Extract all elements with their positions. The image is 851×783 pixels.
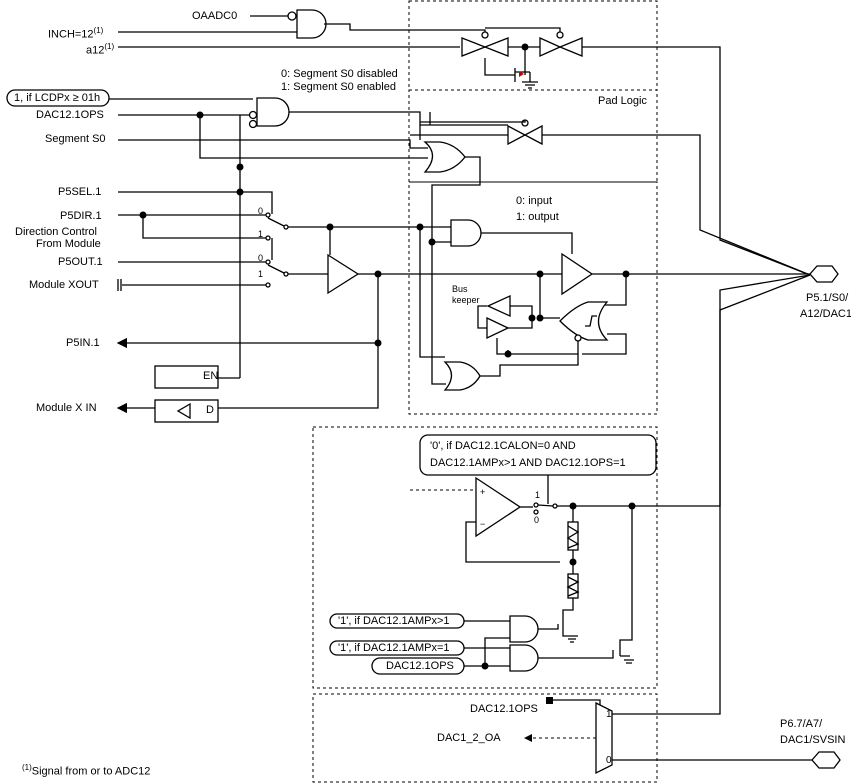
mux-a-1: 1	[258, 229, 264, 239]
pin-p67-pad	[811, 751, 841, 769]
resistor-2	[566, 573, 580, 599]
module-xout-label: Module XOUT	[29, 279, 99, 291]
pad-logic-box	[408, 89, 658, 183]
dac-opamp	[475, 476, 522, 538]
adc-switch-box	[408, 0, 658, 91]
dac-cond-line1: '0', if DAC12.1CALON=0 AND	[430, 440, 576, 452]
opamp-minus: −	[480, 519, 486, 529]
segment-and-gate	[248, 97, 290, 129]
dac-oa-label: DAC1_2_OA	[437, 732, 501, 744]
footnote: (1)Signal from or to ADC12	[22, 764, 150, 778]
oaadc0-label: OAADC0	[192, 10, 238, 22]
bottom-or-gate	[443, 361, 481, 391]
pin-p67-line2: DAC1/SVSIN	[780, 734, 846, 746]
inch-text: INCH=12	[48, 28, 94, 41]
amp-and-gate-1	[509, 615, 539, 643]
amp-and-gate-2	[509, 644, 539, 672]
pin-p51-line2: A12/DAC1	[800, 308, 851, 320]
a12-label: a12(1)	[86, 43, 114, 57]
dir-and-gate	[450, 219, 482, 247]
dac-ops-label: DAC12.1OPS	[36, 109, 104, 121]
pin-p51-line1: P5.1/S0/	[806, 292, 849, 304]
resistor-1	[566, 521, 580, 551]
p5out-label: P5OUT.1	[58, 256, 103, 268]
p5sel-label: P5SEL.1	[58, 186, 102, 198]
pad-logic-label: Pad Logic	[598, 95, 647, 107]
amp-gt1-label: '1', if DAC12.1AMPx>1	[338, 615, 450, 627]
dac-switch-1: 1	[535, 490, 541, 500]
dac-cond-line2: DAC12.1AMPx>1 AND DAC12.1OPS=1	[430, 457, 626, 469]
ground-transistor	[514, 68, 538, 89]
footnote-text: Signal from or to ADC12	[31, 765, 151, 778]
p5dir-label: P5DIR.1	[60, 210, 102, 222]
inch-label: INCH=12(1)	[48, 27, 103, 41]
mux-in0-label: 0	[606, 755, 612, 766]
dir-control-line2: From Module	[36, 238, 101, 250]
dir-control-line1: Direction Control	[15, 226, 97, 238]
a12-sup: (1)	[104, 42, 115, 51]
pin-p51-pad	[809, 265, 839, 283]
lcdp-badge	[6, 89, 110, 107]
adc-transmission-gate-1	[461, 31, 509, 57]
latch-d-label: D	[206, 404, 214, 416]
inch-sup: (1)	[93, 26, 104, 35]
schmitt-or-gate	[559, 301, 609, 341]
opamp-plus: +	[480, 487, 486, 497]
ops-box-label: DAC12.1OPS	[386, 660, 454, 672]
ops-square	[546, 697, 553, 704]
oaadc0-and-gate	[287, 9, 327, 39]
bus-keeper-line1: Bus	[452, 284, 468, 294]
analog-mux	[595, 701, 613, 775]
pin-p67-line1: P6.7/A7/	[780, 718, 823, 730]
dir-output-note: 1: output	[516, 211, 559, 223]
seg-disabled-note: 0: Segment S0 disabled	[281, 68, 398, 80]
input-latch	[154, 365, 219, 423]
mux-b-0: 0	[258, 253, 264, 263]
segment-transmission-gate	[507, 119, 543, 146]
pad-or-gate	[423, 141, 466, 173]
segment-s0-label: Segment S0	[45, 133, 106, 145]
module-xin-label: Module X IN	[36, 402, 97, 414]
bus-keeper	[486, 294, 511, 340]
dac-box	[312, 426, 658, 689]
dir-input-note: 0: input	[516, 195, 553, 207]
mux-b-1: 1	[258, 269, 264, 279]
mux-in1-label: 1	[606, 709, 612, 720]
lcdp-label: 1, if LCDPx ≥ 01h	[14, 92, 101, 104]
seg-enabled-note: 1: Segment S0 enabled	[281, 81, 396, 93]
adc-transmission-gate-2	[539, 31, 583, 58]
footnote-sup: (1)	[22, 763, 32, 772]
dac-switch-0: 0	[534, 515, 540, 525]
p5in-label: P5IN.1	[66, 337, 100, 349]
pad-buffer	[561, 252, 594, 296]
dac-condition-box	[419, 434, 657, 476]
amp-eq1-label: '1', if DAC12.1AMPx=1	[338, 642, 450, 654]
a12-text: a12	[86, 44, 105, 57]
bus-keeper-line2: keeper	[452, 295, 480, 305]
mux-a-0: 0	[258, 206, 264, 216]
latch-en-label: EN	[203, 370, 219, 382]
bottom-ops-label: DAC12.1OPS	[470, 703, 538, 715]
output-buffer	[327, 253, 360, 295]
